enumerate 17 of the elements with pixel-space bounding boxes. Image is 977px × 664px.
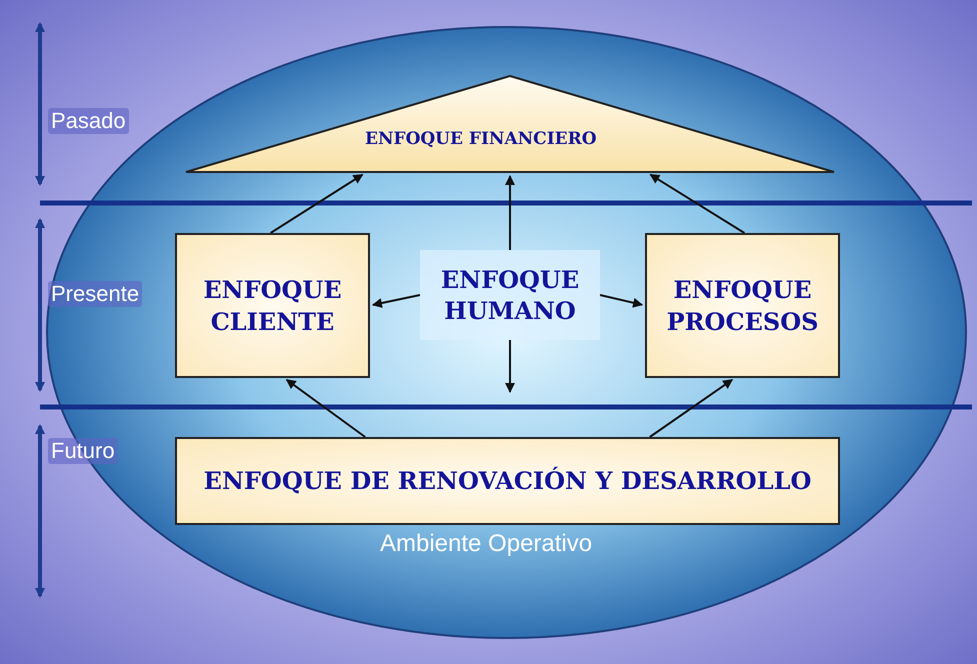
center-box: ENFOQUE HUMANO (420, 250, 600, 340)
period-label: Futuro (48, 438, 118, 464)
arrow (505, 175, 515, 250)
arrow (600, 294, 644, 308)
arrow (650, 174, 745, 234)
process-box: ENFOQUE DE RENOVACIÓN Y DESARROLLO (175, 437, 840, 525)
arrow (505, 340, 515, 393)
node-label: ENFOQUE FINANCIERO (365, 129, 597, 149)
process-box: ENFOQUE CLIENTE (175, 233, 370, 378)
arrow (286, 378, 366, 438)
arrow (372, 294, 420, 308)
arrow (649, 378, 734, 438)
area-label: Ambiente Operativo (380, 530, 592, 558)
arrow (270, 174, 364, 234)
process-box: ENFOQUE PROCESOS (645, 233, 840, 378)
period-label: Pasado (48, 108, 129, 134)
period-label: Presente (48, 281, 142, 307)
